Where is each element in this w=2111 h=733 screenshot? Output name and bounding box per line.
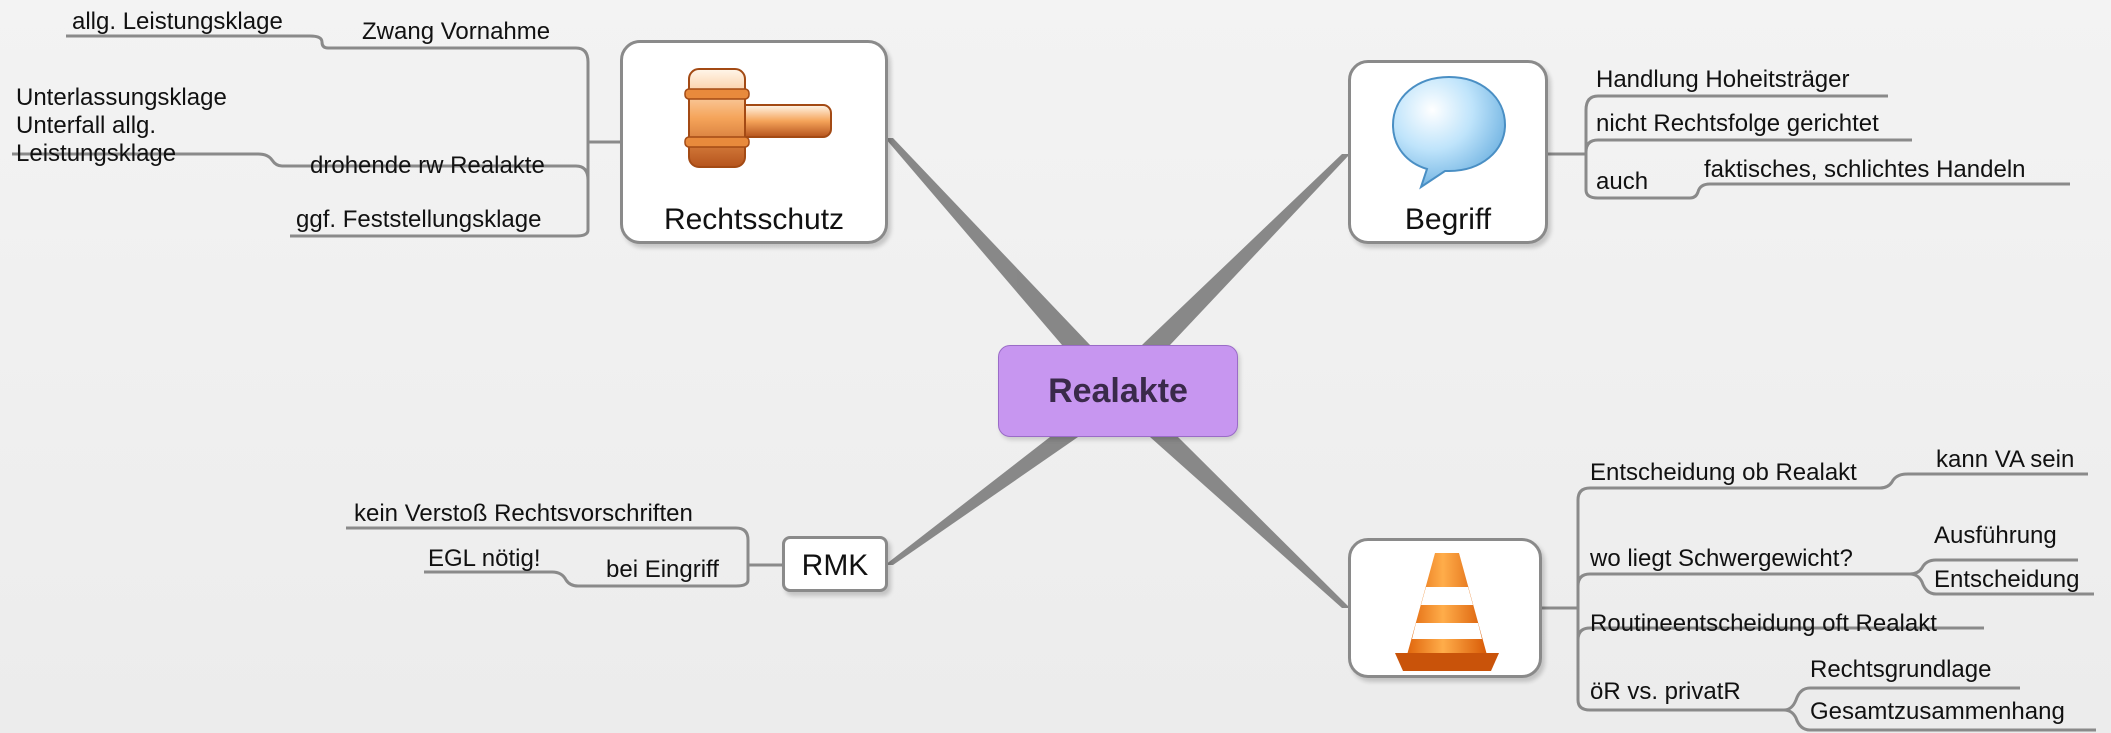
leaf-auch: auch — [1596, 168, 1649, 195]
leaf-unterlassungsklage: Unterlassungsklage — [16, 84, 227, 111]
leaf-egl-noetig: EGL nötig! — [428, 545, 541, 572]
topic-begriff-label: Begriff — [1404, 203, 1492, 236]
branch-rechtsschutz — [885, 138, 1090, 345]
topic-rechtsschutz[interactable]: Rechtsschutz — [620, 40, 888, 244]
leaf-zwang-vornahme: Zwang Vornahme — [362, 18, 551, 45]
leaf-kein-verstoss: kein Verstoß Rechtsvorschriften — [354, 500, 693, 527]
leaf-oer-vs-privatr: öR vs. privatR — [1590, 678, 1741, 705]
leaf-nicht-rechtsfolge: nicht Rechtsfolge gerichtet — [1596, 110, 1879, 137]
topic-begriff[interactable]: Begriff — [1348, 60, 1548, 244]
leaf-ausfuehrung: Ausführung — [1934, 522, 2057, 549]
topic-cone[interactable] — [1348, 538, 1542, 678]
branch-rmk — [885, 437, 1078, 565]
topic-rechtsschutz-label: Rechtsschutz — [663, 203, 845, 236]
central-topic[interactable]: Realakte — [998, 345, 1238, 437]
gavel-icon — [684, 68, 832, 168]
leaf-wo-liegt-schwergewicht: wo liegt Schwergewicht? — [1590, 545, 1853, 572]
traffic-cone-icon — [1395, 553, 1499, 671]
leaf-drohende-realakte: drohende rw Realakte — [310, 152, 545, 179]
central-topic-label: Realakte — [1048, 371, 1188, 410]
leaf-allg-leistungsklage: allg. Leistungsklage — [72, 8, 283, 35]
leaf-routineentscheidung: Routineentscheidung oft Realakt — [1590, 610, 1937, 637]
topic-rmk-label: RMK — [801, 549, 869, 582]
leaf-faktisches-handeln: faktisches, schlichtes Handeln — [1704, 156, 2026, 183]
branch-cone — [1150, 437, 1350, 608]
branch-begriff — [1142, 154, 1350, 345]
leaf-entscheidung: Entscheidung — [1934, 566, 2080, 593]
speech-bubble-icon — [1391, 75, 1507, 190]
leaf-rechtsgrundlage: Rechtsgrundlage — [1810, 656, 1992, 683]
leaf-handlung-hoheitstraeger: Handlung Hoheitsträger — [1596, 66, 1850, 93]
leaf-entscheidung-ob-realakt: Entscheidung ob Realakt — [1590, 459, 1857, 486]
leaf-kann-va-sein: kann VA sein — [1936, 446, 2075, 473]
leaf-unterfall: Unterfall allg. — [16, 112, 157, 139]
leaf-feststellungsklage: ggf. Feststellungsklage — [296, 206, 542, 233]
leaf-leistungsklage: Leistungsklage — [16, 140, 177, 167]
leaf-gesamtzusammenhang: Gesamtzusammenhang — [1810, 698, 2065, 725]
leaf-bei-eingriff: bei Eingriff — [606, 556, 719, 583]
topic-rmk[interactable]: RMK — [782, 536, 888, 592]
